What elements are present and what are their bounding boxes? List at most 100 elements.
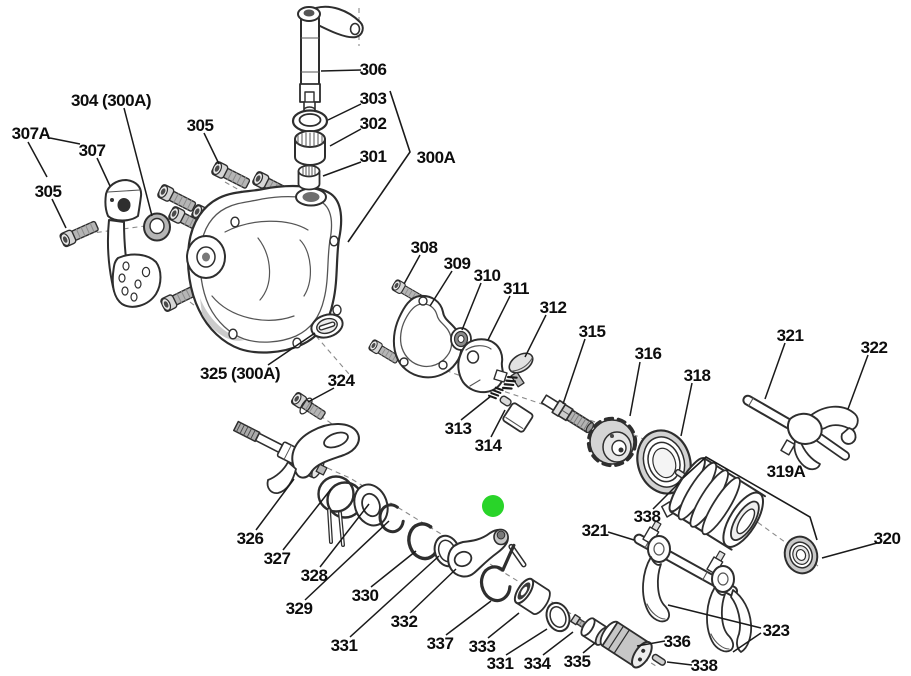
part-321-fork-shaft-upper	[742, 394, 795, 430]
part-label-335: 335	[564, 652, 591, 671]
part-314-roller-set	[499, 395, 534, 433]
part-316-shift-cam	[586, 416, 638, 468]
part-312-stopper-screw	[501, 352, 534, 390]
leader-line-323	[732, 632, 762, 653]
part-label-337: 337	[427, 634, 454, 653]
part-313-spring	[487, 386, 504, 400]
part-label-305-a: 305	[187, 116, 214, 135]
leader-line-333	[487, 612, 520, 639]
leader-line-336	[636, 640, 666, 647]
part-label-323: 323	[763, 621, 790, 640]
leader-line-307A	[27, 141, 48, 178]
part-329-snap-ring	[378, 503, 405, 534]
part-label-328: 328	[301, 566, 328, 585]
leader-line-328	[319, 503, 370, 568]
part-303-oil-seal	[291, 109, 329, 133]
part-label-314: 314	[475, 436, 503, 455]
leader-line-329	[304, 520, 390, 601]
leader-line-332	[409, 568, 457, 614]
part-331-washer	[545, 601, 571, 633]
part-307-shift-arm	[104, 179, 162, 308]
leader-line-309	[429, 270, 453, 307]
part-label-326: 326	[237, 529, 264, 548]
leader-line-334	[542, 631, 574, 656]
leader-line-307A	[49, 137, 81, 145]
part-302-needle-bearing	[294, 130, 326, 166]
part-323-shift-fork	[705, 549, 753, 653]
leader-line-306	[320, 69, 362, 72]
part-label-338-a: 338	[634, 507, 661, 526]
part-label-301: 301	[360, 147, 387, 166]
leader-line-320	[821, 542, 878, 559]
part-315-stopper-bolt	[540, 394, 594, 434]
leader-line-307	[96, 157, 111, 187]
part-311-ratchet-plate	[457, 338, 508, 394]
part-label-309: 309	[444, 254, 471, 273]
part-label-310: 310	[474, 266, 501, 285]
green-dot	[482, 495, 504, 517]
leader-line-303	[327, 103, 362, 121]
leader-line-325-300A	[267, 332, 316, 366]
leader-line-311	[487, 295, 511, 341]
part-322-shift-fork	[780, 405, 859, 471]
part-label-307: 307	[79, 141, 106, 160]
label-bracket-300A	[347, 90, 411, 243]
leader-line-315	[562, 338, 586, 405]
part-323-shift-fork	[641, 519, 671, 623]
part-333-collar	[513, 577, 551, 615]
part-319A-shift-drum	[661, 457, 771, 553]
part-305-bolt	[209, 159, 252, 192]
part-label-305-b: 305	[35, 182, 62, 201]
part-304-seal-ring	[143, 212, 171, 242]
part-label-338-b: 338	[691, 656, 718, 675]
part-305-bolt	[58, 218, 101, 249]
leader-line-323	[667, 604, 762, 629]
part-318-seal-ring	[636, 429, 692, 495]
part-label-320: 320	[874, 529, 901, 548]
leader-line-305-b	[51, 198, 67, 229]
part-309-bearing-retainer-plate	[392, 294, 463, 379]
part-label-325-300A: 325 (300A)	[200, 364, 280, 383]
label-bracket-319A	[682, 456, 818, 541]
part-label-327: 327	[264, 549, 291, 568]
green-dot-marker	[482, 495, 504, 517]
leader-line-321-b	[607, 531, 635, 541]
assembly-axis-dashed-line	[315, 335, 350, 375]
part-label-334: 334	[524, 654, 552, 673]
leader-line-308	[403, 254, 421, 285]
leader-line-327	[282, 488, 332, 551]
leader-line-331-a	[349, 555, 440, 638]
leader-line-312	[524, 314, 547, 358]
part-label-302: 302	[360, 114, 387, 133]
part-label-331-a: 331	[331, 636, 358, 655]
leader-line-304-300A	[123, 107, 153, 217]
part-301-collar	[297, 164, 321, 191]
leader-line-326	[255, 478, 295, 531]
part-label-332: 332	[391, 612, 418, 631]
part-label-321-b: 321	[582, 521, 609, 540]
leader-line-337	[445, 600, 492, 636]
leader-line-331-b	[505, 628, 548, 656]
leader-line-305-a	[203, 132, 220, 165]
leader-line-321-a	[764, 342, 786, 400]
part-label-322: 322	[861, 338, 888, 357]
part-label-315: 315	[579, 322, 606, 341]
part-label-319A: 319A	[767, 462, 806, 481]
part-label-331-b: 331	[487, 654, 514, 673]
part-label-329: 329	[286, 599, 313, 618]
part-326-gearshift-spindle	[232, 420, 360, 494]
part-label-316: 316	[635, 344, 662, 363]
part-label-307A: 307A	[12, 124, 51, 143]
leader-line-301	[322, 161, 362, 177]
part-label-304-300A: 304 (300A)	[71, 91, 151, 110]
part-label-312: 312	[540, 298, 567, 317]
part-334-pin-screw	[570, 613, 591, 631]
part-337-torsion-spring	[479, 543, 516, 603]
part-325-plug	[310, 313, 344, 339]
part-336-plunger	[599, 620, 653, 669]
leader-line-338-a	[652, 482, 680, 510]
part-label-330: 330	[352, 586, 379, 605]
part-324-bolt	[289, 390, 328, 423]
